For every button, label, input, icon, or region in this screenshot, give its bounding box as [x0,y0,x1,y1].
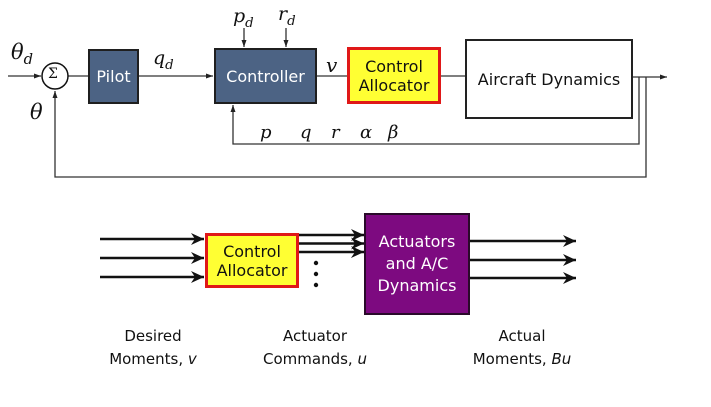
bottom-allocator-label-line2: Allocator [216,260,288,280]
v-label: v [326,53,338,77]
state-alpha-label: α [360,122,373,143]
inner-feedback-wire [230,77,640,145]
state-q-label: q [300,122,312,143]
actuators-label-line2: and A/C [385,254,449,273]
caption-actual-moments: Actual Moments, Bu [472,327,572,368]
ellipsis-dots [313,260,319,288]
rd-label: rd [278,3,296,29]
sum-symbol: Σ [48,66,58,82]
aircraft-dynamics-block: Aircraft Dynamics [465,39,633,119]
caption-desired-moments: Desired Moments, v [109,327,197,368]
qd-label: qd [153,47,174,73]
control-allocator-block: Control Allocator [347,47,441,104]
controller-label: Controller [226,66,305,86]
allocator-label-line1: Control [365,56,423,76]
state-p-label: p [260,122,272,143]
aircraft-dynamics-label: Aircraft Dynamics [477,69,621,89]
pilot-label: Pilot [96,67,131,86]
allocator-label-line2: Allocator [358,75,430,95]
pilot-block: Pilot [88,49,139,104]
state-r-label: r [331,122,340,143]
outer-feedback-wire [52,77,647,178]
actuators-label-line3: Dynamics [377,276,457,295]
actuators-dynamics-block: Actuators and A/C Dynamics [364,213,470,315]
theta-feedback-label: θ [30,100,43,124]
summing-junction [41,62,69,90]
theta-d-label: θd [11,40,34,69]
pd-label: pd [233,5,254,31]
bottom-control-allocator-block: Control Allocator [205,233,299,288]
caption-actuator-commands: Actuator Commands, u [263,327,367,368]
bottom-allocator-label-line1: Control [223,241,281,261]
state-beta-label: β [388,122,399,143]
controller-block: Controller [214,48,317,104]
actuators-label-line1: Actuators [378,232,456,251]
